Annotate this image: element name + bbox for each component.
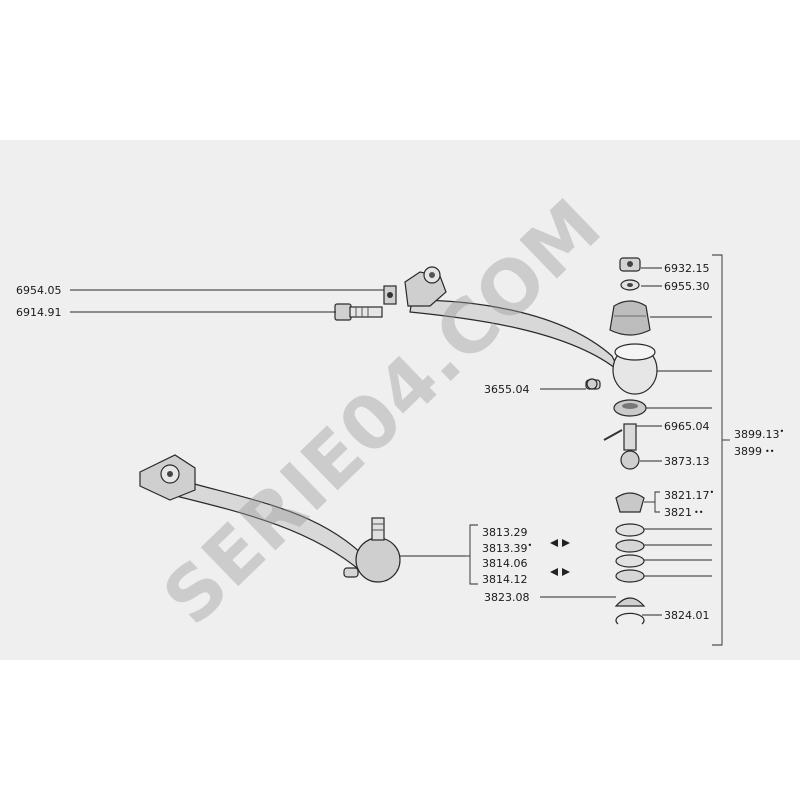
label-3655-04: 3655.04: [484, 383, 530, 396]
circlip-3824-01: [615, 612, 645, 625]
label-3821: 3821••: [664, 506, 703, 519]
grease-nipple-3655-04: [585, 378, 601, 390]
seat-3821-17: [615, 492, 645, 513]
lock-ring-6965-04: [613, 399, 647, 417]
label-3823-08: 3823.08: [484, 591, 530, 604]
washer-6954-05: [383, 285, 397, 305]
arrow-marker-1: [550, 539, 570, 547]
label-6965-04: 6965.04: [664, 420, 710, 433]
rubber-boot: [609, 300, 651, 336]
label-3814-12: 3814.12: [482, 573, 528, 586]
leader-lines: [70, 254, 730, 646]
label-3899: 3899••: [734, 445, 774, 458]
washer-6955-30: [620, 279, 640, 291]
label-3821-17: 3821.17•: [664, 488, 714, 502]
ball-pin-3873-13: [603, 423, 640, 470]
lower-steering-arm: [139, 454, 369, 573]
arrow-marker-2: [550, 568, 570, 576]
label-6914-91: 6914.91: [16, 306, 62, 319]
label-3814-06: 3814.06: [482, 557, 528, 570]
ball-cup-housing: [612, 343, 658, 395]
label-3899-13: 3899.13•: [734, 427, 784, 441]
spacer-washers: [615, 523, 645, 583]
label-3824-01: 3824.01: [664, 609, 710, 622]
nut-6932-15: [619, 257, 641, 272]
bolt-6914-91: [334, 303, 383, 321]
upper-steering-arm: [404, 266, 621, 373]
label-6932-15: 6932.15: [664, 262, 710, 275]
diagram-sheet: [0, 140, 800, 660]
label-3873-13: 3873.13: [664, 455, 710, 468]
label-6955-30: 6955.30: [664, 280, 710, 293]
label-3813-29: 3813.29: [482, 526, 528, 539]
label-3813-39: 3813.39•: [482, 541, 532, 555]
ball-joint-3813-29: [343, 517, 401, 583]
cap-3823-08: [614, 597, 646, 607]
label-6954-05: 6954.05: [16, 284, 62, 297]
